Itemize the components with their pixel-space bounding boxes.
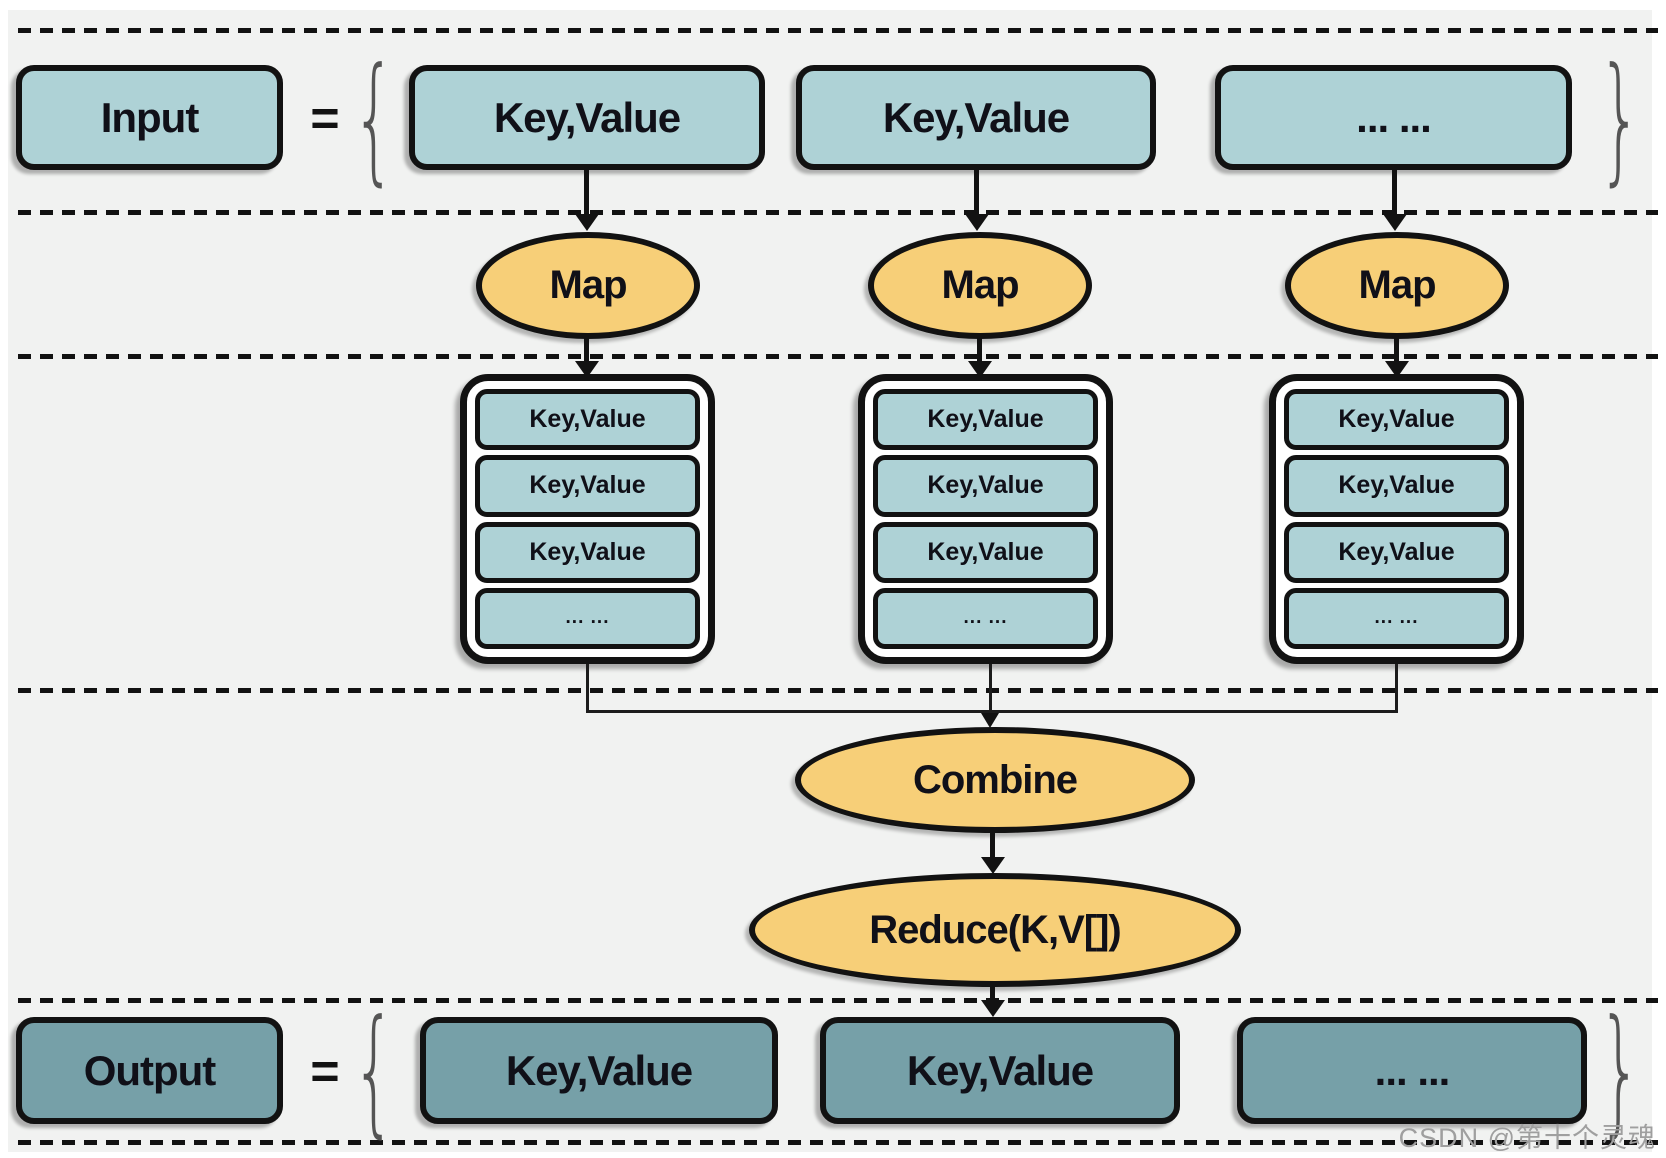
- csdn-watermark: CSDN @第十个灵魂: [1398, 1123, 1656, 1153]
- dashed-separator-2: [18, 210, 1658, 215]
- stack-row: Key,Value: [873, 455, 1098, 517]
- connector-line-horizontal: [586, 710, 1398, 713]
- stack-row: Key,Value: [1284, 455, 1509, 517]
- dashed-separator-6: [18, 1140, 1658, 1145]
- arrow-down-icon: [977, 337, 982, 362]
- input-keyvalue-box-2: Key,Value: [796, 65, 1156, 170]
- arrow-down-icon: [584, 337, 589, 362]
- arrowhead-down-icon: [981, 713, 999, 728]
- arrow-down-icon: [990, 985, 995, 1001]
- output-title-box: Output: [16, 1017, 283, 1124]
- input-equals-sign: =: [310, 89, 340, 146]
- stack-row: Key,Value: [475, 389, 700, 451]
- stack-row: Key,Value: [475, 521, 700, 583]
- keyvalue-stack-1: Key,Value Key,Value Key,Value ... ...: [460, 374, 715, 664]
- arrow-down-icon: [1394, 337, 1399, 362]
- stack-row: Key,Value: [1284, 521, 1509, 583]
- output-keyvalue-box-1: Key,Value: [420, 1017, 778, 1124]
- combine-node: Combine: [795, 727, 1195, 833]
- map-node-1: Map: [476, 232, 700, 339]
- input-ellipsis-box: ... ...: [1215, 65, 1572, 170]
- stack-row: Key,Value: [873, 389, 1098, 451]
- stack-row-ellipsis: ... ...: [873, 587, 1098, 649]
- map-node-3: Map: [1285, 232, 1509, 339]
- input-keyvalue-box-1: Key,Value: [409, 65, 765, 170]
- output-keyvalue-box-2: Key,Value: [820, 1017, 1180, 1124]
- stack-row: Key,Value: [1284, 389, 1509, 451]
- keyvalue-stack-2: Key,Value Key,Value Key,Value ... ...: [858, 374, 1113, 664]
- stack-row: Key,Value: [873, 521, 1098, 583]
- output-equals-sign: =: [310, 1042, 340, 1099]
- input-title-box: Input: [16, 65, 283, 170]
- output-ellipsis-box: ... ...: [1237, 1017, 1587, 1124]
- map-node-2: Map: [868, 232, 1092, 339]
- input-brace-open-icon: {: [352, 37, 396, 199]
- connector-line-middle: [989, 664, 992, 714]
- output-brace-close-icon: }: [1598, 989, 1642, 1151]
- dashed-separator-4: [18, 688, 1658, 693]
- reduce-node: Reduce(K,V[]): [749, 873, 1241, 987]
- output-brace-open-icon: {: [352, 989, 396, 1151]
- arrow-down-icon: [974, 168, 979, 215]
- input-brace-close-icon: }: [1598, 37, 1642, 199]
- stack-row-ellipsis: ... ...: [1284, 587, 1509, 649]
- arrow-down-icon: [990, 831, 995, 858]
- keyvalue-stack-3: Key,Value Key,Value Key,Value ... ...: [1269, 374, 1524, 664]
- connector-line-left: [586, 664, 589, 712]
- stack-row-ellipsis: ... ...: [475, 587, 700, 649]
- dashed-separator-1: [18, 28, 1658, 33]
- stack-row: Key,Value: [475, 455, 700, 517]
- dashed-separator-3: [18, 354, 1658, 359]
- arrow-down-icon: [584, 168, 589, 215]
- dashed-separator-5: [18, 998, 1658, 1003]
- connector-line-right: [1395, 664, 1398, 712]
- arrow-down-icon: [1392, 168, 1397, 215]
